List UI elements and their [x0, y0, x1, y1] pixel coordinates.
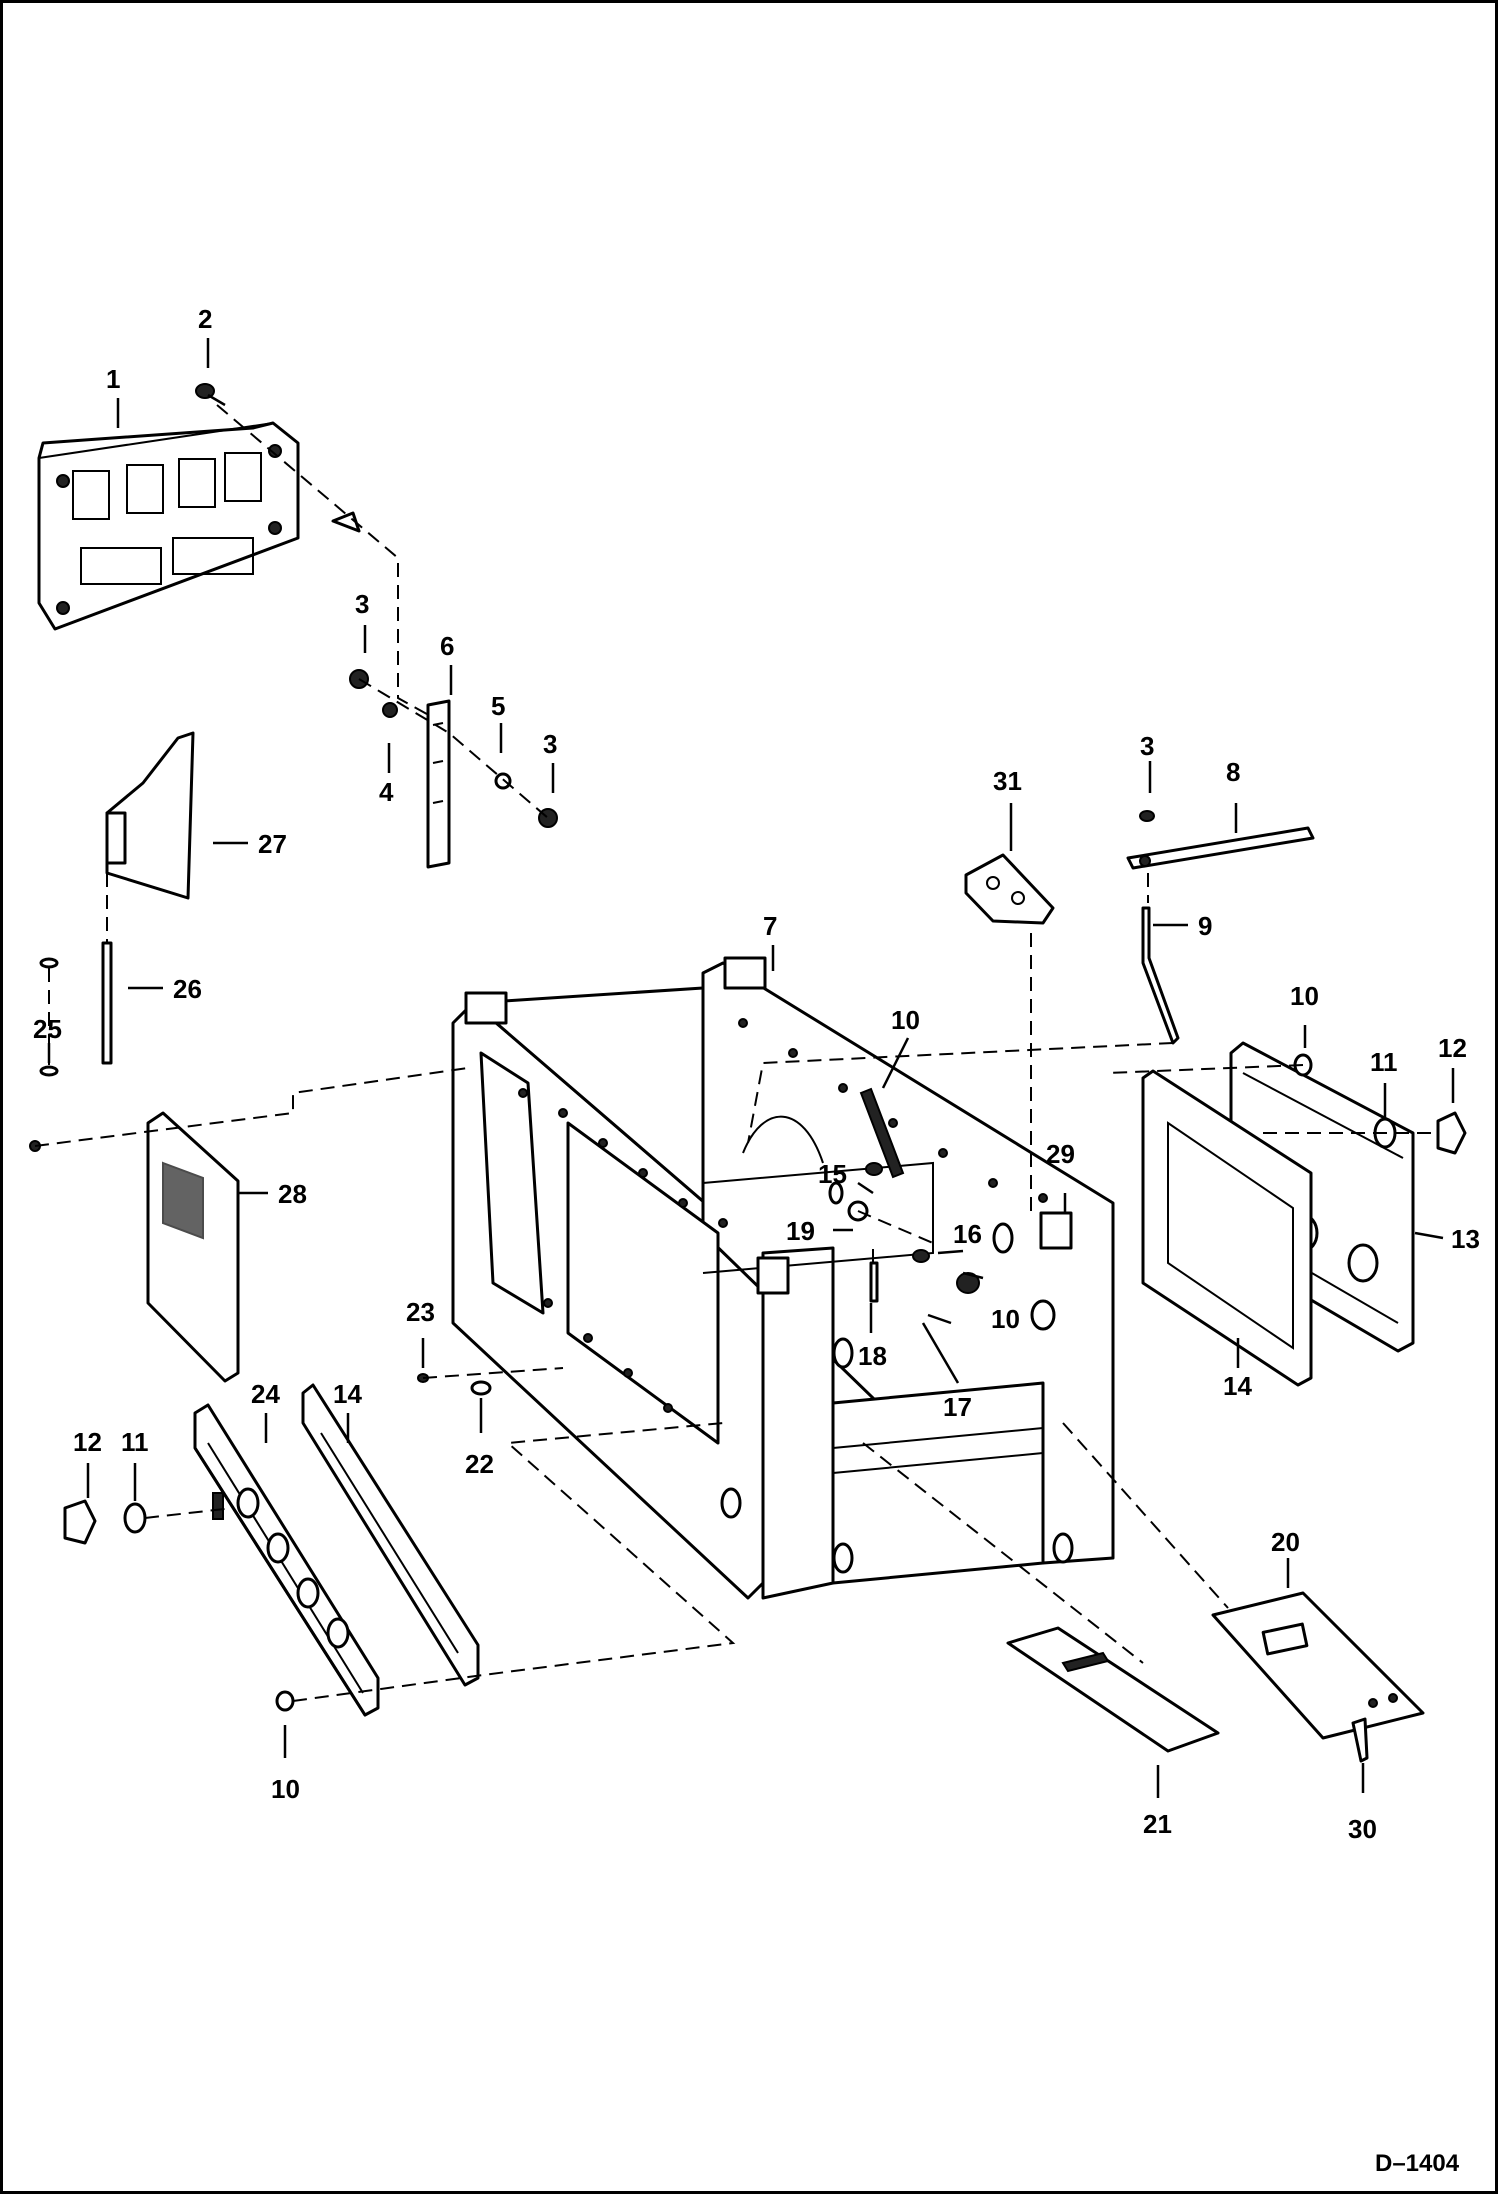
callout-label: 1 — [106, 364, 120, 394]
callout-label: 23 — [406, 1297, 435, 1327]
screen-part-28 — [146, 1111, 240, 1383]
callout-label: 12 — [1438, 1033, 1467, 1063]
mount-part-31 — [964, 853, 1055, 925]
washer-part-5 — [494, 772, 512, 790]
callout-label: 14 — [333, 1379, 362, 1409]
callout-label: 15 — [818, 1159, 847, 1189]
pin-part-25a — [39, 957, 59, 969]
washer-part-11b — [123, 1502, 147, 1534]
callout-label: 29 — [1046, 1139, 1075, 1169]
callout-label: 12 — [73, 1427, 102, 1457]
nut-part-3c — [1139, 810, 1155, 822]
left-gasket-part-14 — [301, 1383, 480, 1687]
link-part-9 — [1141, 906, 1180, 1045]
callout-label: 30 — [1348, 1814, 1377, 1844]
callout-label: 10 — [1290, 981, 1319, 1011]
callout-label: 11 — [121, 1427, 149, 1457]
callout-label: 2 — [198, 304, 212, 334]
washer-part-22 — [470, 1380, 492, 1396]
main-frame-part-7 — [451, 956, 1115, 1600]
exploded-frame-diagram: 1 2 3 3 3 4 5 6 7 8 9 10 10 10 10 11 11 … — [29, 304, 1480, 2177]
left-cover-part-24 — [193, 1403, 380, 1717]
callout-label: 3 — [355, 589, 369, 619]
callout-label: 17 — [943, 1392, 972, 1422]
callout-label: 21 — [1143, 1809, 1172, 1839]
callout-label: 10 — [991, 1304, 1020, 1334]
callout-label: 25 — [33, 1014, 62, 1044]
leader-lines — [47, 338, 1455, 1798]
callout-label: 3 — [543, 729, 557, 759]
callout-label: 10 — [891, 1005, 920, 1035]
callout-label: 8 — [1226, 757, 1240, 787]
callout-label: 5 — [491, 691, 505, 721]
callout-label: 14 — [1223, 1371, 1252, 1401]
callout-label: 16 — [953, 1219, 982, 1249]
front-panel-part — [37, 421, 300, 631]
bracket-part-27 — [105, 731, 195, 900]
callout-label: 24 — [251, 1379, 280, 1409]
bolt-part-2 — [195, 383, 226, 407]
pin-part-25b — [39, 1065, 59, 1077]
callout-label: 3 — [1140, 731, 1154, 761]
callout-label: 19 — [786, 1216, 815, 1246]
callout-label: 4 — [379, 777, 394, 807]
callout-label: 6 — [440, 631, 454, 661]
callout-labels: 1 2 3 3 3 4 5 6 7 8 9 10 10 10 10 11 11 … — [33, 304, 1480, 1844]
callout-label: 10 — [271, 1774, 300, 1804]
callout-label: 27 — [258, 829, 287, 859]
bottom-plate-part-20 — [1211, 1591, 1425, 1740]
washer-part-10b — [275, 1690, 295, 1712]
plug-part-12a — [1436, 1111, 1467, 1155]
bolt-part-30 — [1351, 1717, 1369, 1763]
callout-label: 26 — [173, 974, 202, 1004]
washer-part-4 — [382, 702, 398, 718]
rod-part-26 — [101, 941, 113, 1065]
rod-part-8 — [1126, 826, 1315, 870]
callout-label: 22 — [465, 1449, 494, 1479]
callout-label: 28 — [278, 1179, 307, 1209]
bottom-plate-part-21 — [1006, 1626, 1220, 1753]
plate-part-6 — [426, 699, 451, 869]
plug-part-12b — [63, 1499, 97, 1545]
callout-label: 31 — [993, 766, 1022, 796]
callout-label: 20 — [1271, 1527, 1300, 1557]
callout-label: 7 — [763, 911, 777, 941]
callout-label: 18 — [858, 1341, 887, 1371]
hardware-cluster — [828, 1087, 984, 1303]
drawing-code: D–1404 — [1375, 2150, 1460, 2177]
right-gasket-part-14 — [1141, 1069, 1313, 1387]
callout-label: 9 — [1198, 911, 1212, 941]
callout-label: 13 — [1451, 1224, 1480, 1254]
callout-label: 11 — [1370, 1047, 1398, 1077]
